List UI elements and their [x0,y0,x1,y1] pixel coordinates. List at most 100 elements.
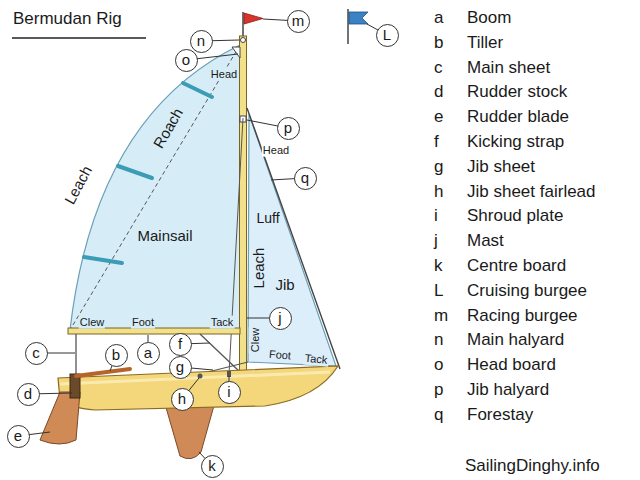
key-letter: j [434,231,438,251]
part-name: Rudder stock [467,83,567,103]
hull [58,366,338,410]
tiller [76,369,130,376]
part-name: Main halyard [467,331,564,351]
key-letter: m [434,306,448,326]
part-name: Forestay [467,405,533,425]
callout-letter: j [278,310,281,327]
key-letter: d [434,83,443,103]
callout-letter: g [176,359,184,376]
sail-label: Foot [131,316,155,329]
part-name: Tiller [467,33,503,53]
part-name: Jib sheet [467,157,535,177]
callout-letter: k [208,458,216,475]
key-letter: n [434,331,443,351]
callout-circle: k [201,455,224,478]
sail-label: Tack [303,352,329,367]
key-letter: o [434,355,443,375]
roach-line [70,45,240,330]
title-underline [12,37,146,39]
part-name: Rudder blade [467,107,569,127]
sail-label: Tack [210,316,235,329]
part-name: Centre board [467,256,566,276]
sail-label: Head [210,68,238,81]
part-name: Jib halyard [467,380,549,400]
main-sheet [75,334,76,378]
key-letter: L [434,281,443,301]
sail-label: Leach [250,247,267,290]
callout-circle: L [376,24,399,47]
title: Bermudan Rig [13,9,122,29]
head-board [232,47,240,58]
racing-burgee [244,13,263,24]
watermark: SailingDinghy.info [465,456,600,476]
key-letter: b [434,33,443,53]
key-letter: p [434,380,443,400]
callout-circle: e [7,425,30,448]
callout-letter: m [292,13,305,30]
key-letter: k [434,256,443,276]
callout-circle: p [277,117,300,140]
key-letter: i [434,207,438,227]
sail-label: Clew [79,316,105,329]
boom [68,328,240,334]
shroud [229,118,243,374]
leader-lines [18,19,387,466]
key-letter: a [434,8,443,28]
callout-circle: j [269,307,292,330]
callout-letter: q [301,170,309,187]
callout-letter: a [144,345,152,362]
key-letter: e [434,107,443,127]
sail-label: Leach [61,163,95,207]
callout-circle: h [171,388,194,411]
battens [84,83,212,263]
part-name: Boom [467,8,511,28]
callout-letter: L [383,27,391,44]
callout-letter: p [284,120,292,137]
part-name: Head board [467,355,556,375]
callout-circle: n [190,30,213,53]
part-name: Main sheet [467,58,550,78]
part-name: Shroud plate [467,207,563,227]
callout-circle: i [218,381,241,404]
key-letter: c [434,58,443,78]
callout-letter: f [178,336,182,353]
callout-circle: b [105,344,128,367]
callout-letter: h [178,391,186,408]
sail-label: Clew [249,327,262,353]
callout-circle: g [169,356,192,379]
forestay [247,108,340,369]
callout-letter: b [112,347,120,364]
key-letter: g [434,157,443,177]
callout-circle: a [137,342,160,365]
callout-circle: f [169,333,192,356]
callout-circle: d [17,383,40,406]
centre-board [165,402,215,459]
halyard-sheave [241,38,246,43]
kicking-strap [200,334,240,372]
callout-circle: m [287,10,310,33]
cruising-burgee [349,12,368,24]
part-name: Cruising burgee [467,281,587,301]
jib [248,114,336,366]
callout-letter: e [14,428,22,445]
key-letter: q [434,405,443,425]
sail-label: Luff [255,210,280,226]
part-name: Kicking strap [467,132,564,152]
sail-label: Head [262,144,290,157]
callout-circle: o [175,49,198,72]
part-name: Racing burgee [467,306,578,326]
key-letter: f [434,132,439,152]
mast [240,36,247,374]
mainsail [70,45,240,330]
callout-circle: q [294,167,317,190]
callout-letter: c [32,345,40,362]
rudder-blade [40,392,80,444]
callout-letter: i [227,384,230,401]
part-name: Jib sheet fairlead [467,182,596,202]
callout-letter: n [197,33,205,50]
callout-letter: o [182,52,190,69]
sail-label: Foot [267,348,292,363]
jib-sheet-fairlead [198,374,203,379]
sail-label: Jib [274,276,295,293]
part-name: Mast [467,231,504,251]
